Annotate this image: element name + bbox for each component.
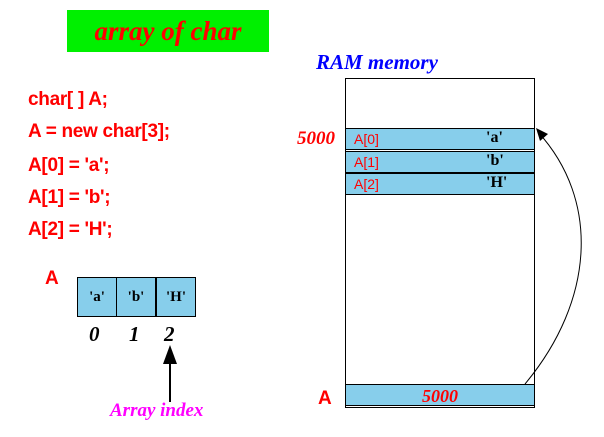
array-cell-2: 'H' bbox=[156, 277, 196, 317]
array-cell-1: 'b' bbox=[116, 277, 156, 317]
ram-row-a2: A[2] 'H' bbox=[345, 173, 535, 195]
ram-row-label: A[1] bbox=[354, 154, 379, 170]
ram-row-value: 'b' bbox=[486, 152, 504, 169]
code-line-assign-1: A[1] = 'b'; bbox=[28, 187, 111, 208]
array-index-arrow bbox=[163, 345, 177, 402]
array-cell-0: 'a' bbox=[77, 277, 117, 317]
ram-row-reference: 5000 bbox=[345, 384, 535, 406]
ram-address-label: 5000 bbox=[297, 128, 335, 149]
reference-arrow bbox=[524, 128, 582, 385]
array-index-0: 0 bbox=[89, 322, 100, 346]
ram-row-label: A[0] bbox=[354, 131, 379, 147]
code-line-declaration: char[ ] A; bbox=[28, 89, 108, 110]
array-index-label: Array index bbox=[110, 400, 204, 421]
ram-row-a0: A[0] 'a' bbox=[345, 128, 535, 150]
array-index-2: 2 bbox=[164, 322, 175, 346]
ram-row-value: 'a' bbox=[486, 129, 503, 146]
array-variable-label: A bbox=[45, 268, 59, 289]
diagram-title: array of char bbox=[94, 16, 242, 46]
ram-title: RAM memory bbox=[316, 50, 438, 74]
array-index-1: 1 bbox=[129, 322, 140, 346]
ram-reference-value: 5000 bbox=[422, 386, 458, 406]
code-line-assign-2: A[2] = 'H'; bbox=[28, 219, 113, 240]
code-line-allocation: A = new char[3]; bbox=[28, 121, 170, 142]
ram-row-a1: A[1] 'b' bbox=[345, 151, 535, 173]
title-box bbox=[67, 10, 269, 52]
ram-row-label: A[2] bbox=[354, 176, 379, 192]
ram-variable-label: A bbox=[318, 388, 332, 409]
code-line-assign-0: A[0] = 'a'; bbox=[28, 155, 110, 176]
ram-row-value: 'H' bbox=[486, 174, 508, 191]
